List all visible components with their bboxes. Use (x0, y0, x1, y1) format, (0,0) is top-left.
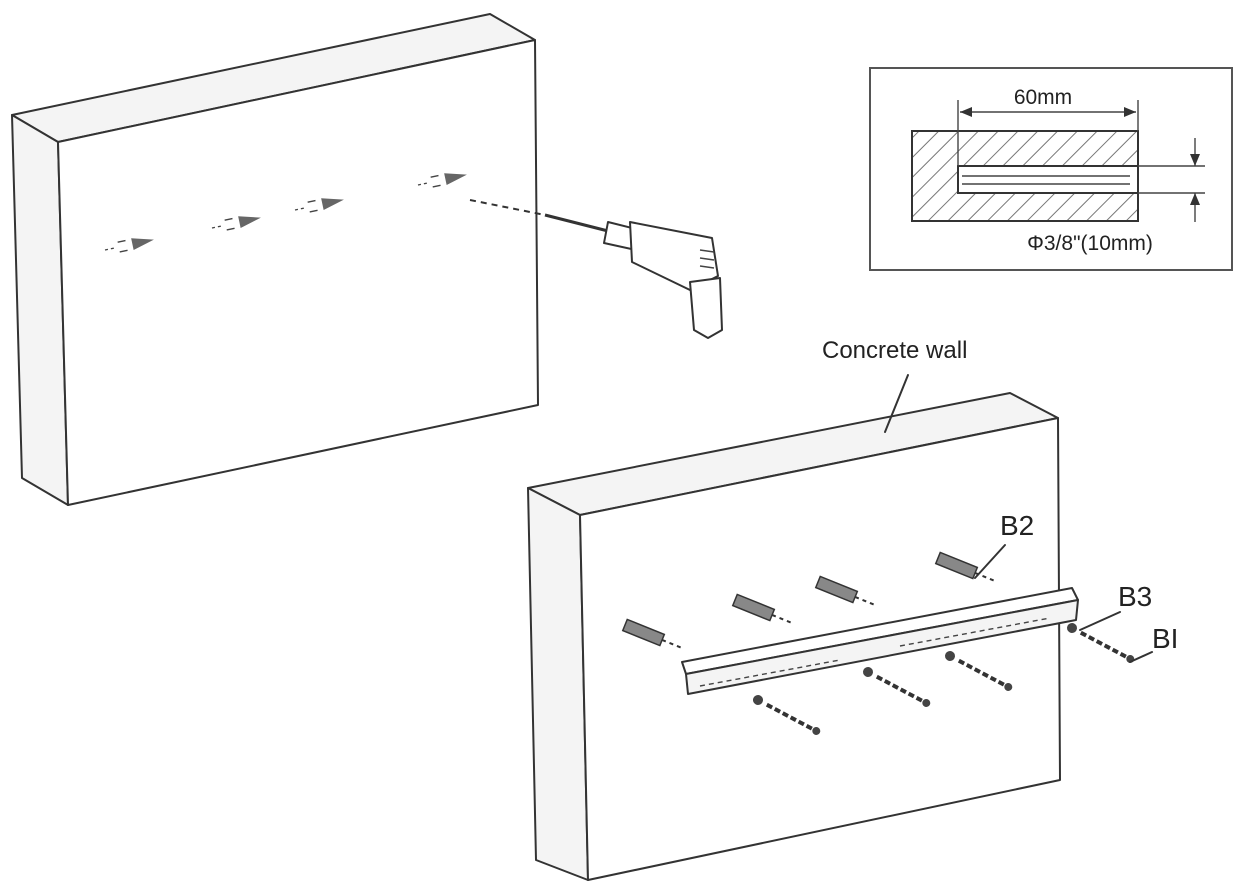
screw-icon (1067, 623, 1135, 663)
wall-block-mounting (527, 392, 1061, 881)
drill-holes (104, 173, 467, 253)
concrete-wall-leader (884, 374, 909, 433)
screw-icon (753, 695, 821, 735)
drill-hole-mark (417, 173, 467, 188)
part-leader-b3 (1079, 611, 1121, 631)
concrete-wall-label: Concrete wall (822, 337, 967, 364)
part-leader-b2 (974, 544, 1006, 579)
wall-plug-icon (814, 575, 876, 607)
diameter-label: Φ3/8"(10mm) (1027, 232, 1153, 255)
wall-block-drilling (11, 13, 539, 506)
drill-icon (469, 199, 723, 339)
drill-hole-mark (211, 216, 261, 231)
wall-plugs (621, 551, 996, 650)
part-label-b2: B2 (1000, 510, 1034, 541)
mounting-rail (681, 587, 1079, 695)
screw-icon (863, 667, 931, 707)
screw-icon (945, 651, 1013, 691)
wall-plug-icon (621, 618, 683, 650)
part-label-b1: BI (1152, 623, 1178, 654)
drill-hole-mark (104, 238, 154, 253)
depth-label: 60mm (1014, 86, 1072, 109)
hole-detail-inset: 60mm Φ3/8"(10mm) (869, 67, 1233, 271)
part-leader-b1 (1129, 651, 1153, 663)
wall-plug-icon (731, 593, 793, 625)
part-label-b3: B3 (1118, 581, 1152, 612)
drill-hole-mark (294, 198, 344, 213)
screws (753, 623, 1135, 735)
